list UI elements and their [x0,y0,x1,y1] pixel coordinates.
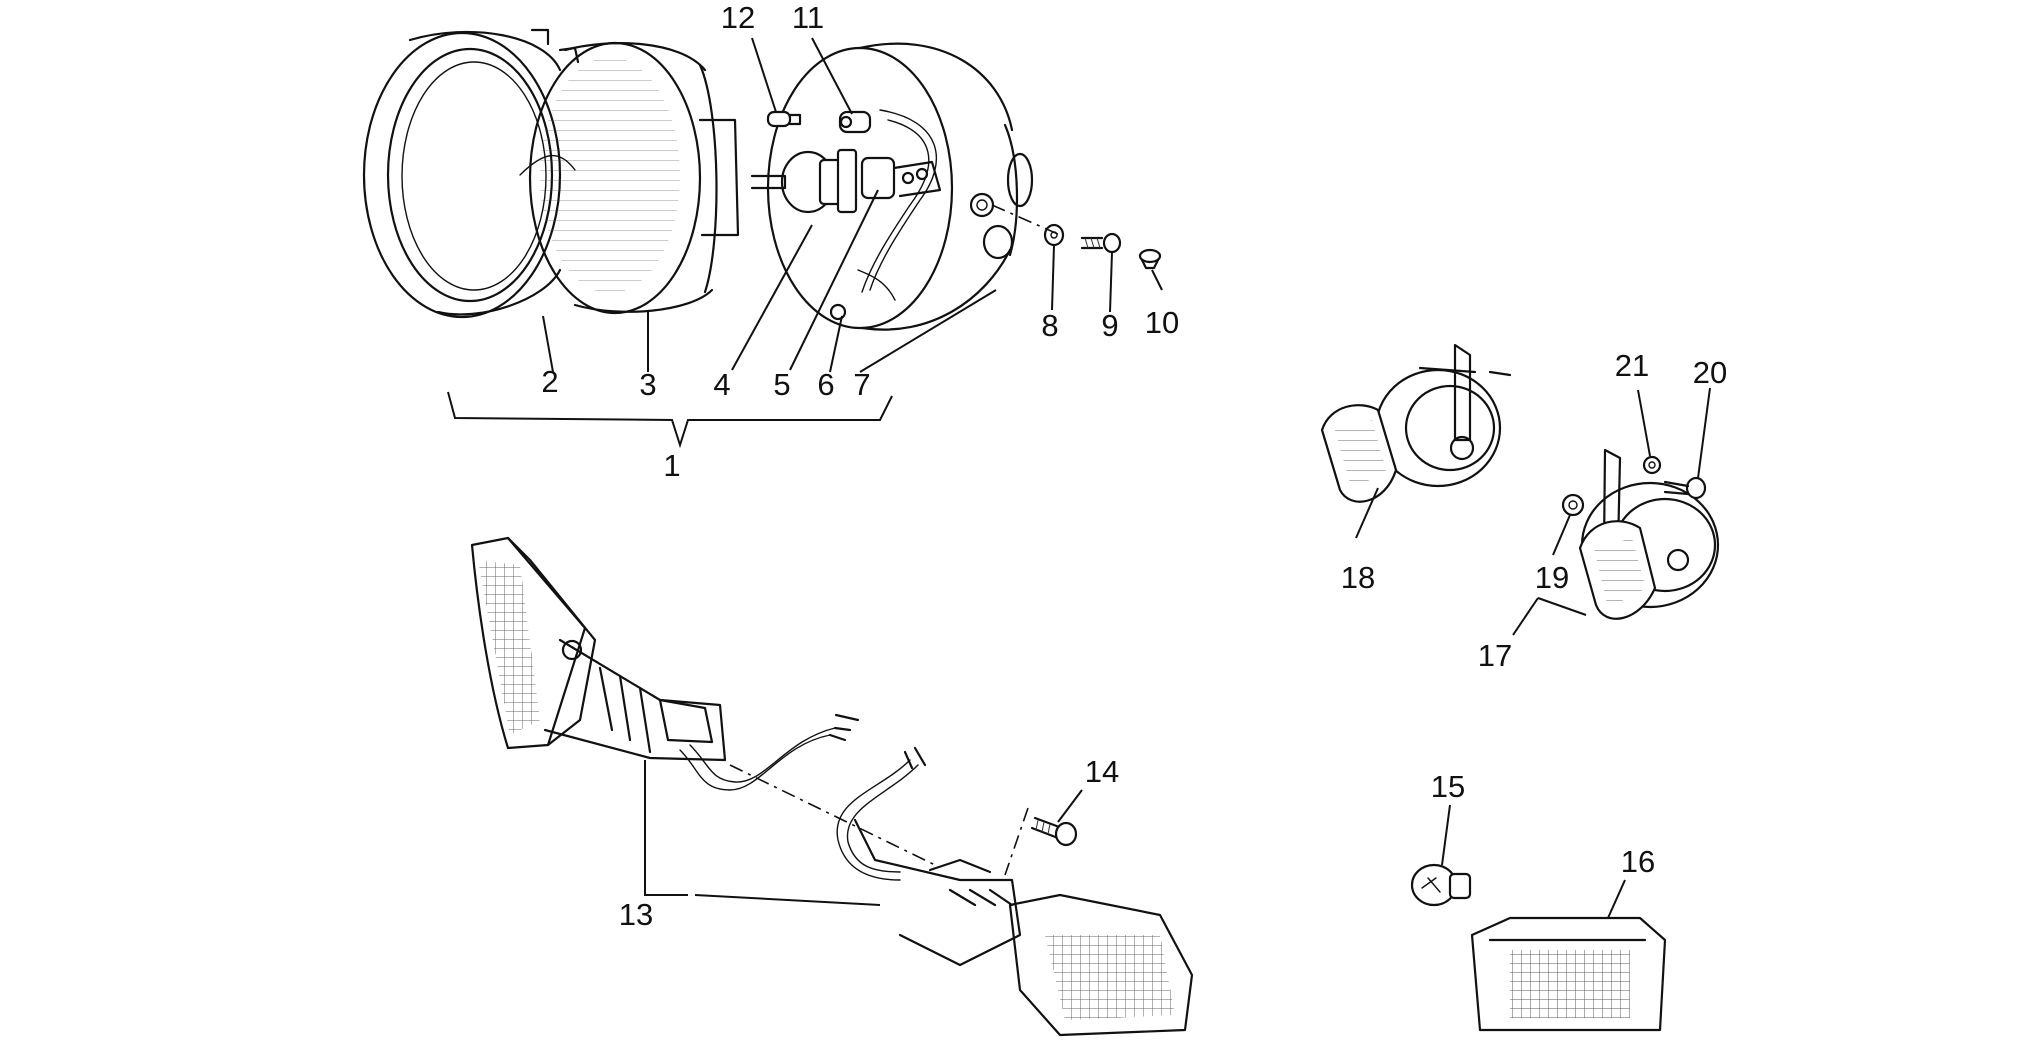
horn-low [1320,343,1512,503]
bulb-socket [860,156,942,200]
callout-11: 11 [792,0,824,35]
callout-2: 2 [541,364,558,399]
callout-5: 5 [773,367,790,402]
horn-nut [1561,493,1585,517]
callout-21: 21 [1615,348,1649,383]
callout-6: 6 [817,367,834,402]
horn-assembly [1320,343,1720,636]
turn-signal-screw [1030,816,1078,847]
cap-nut [1138,248,1162,270]
callout-20: 20 [1693,355,1727,390]
callout-labels: 1 2 3 4 5 6 7 8 9 10 11 12 13 14 15 16 1… [541,0,1727,932]
parking-bulb-holder [838,110,872,134]
callout-16: 16 [1621,844,1655,879]
horn-bolt [1663,476,1707,500]
headlight-assembly [362,28,1163,449]
callout-1: 1 [663,448,680,483]
callout-7: 7 [853,367,870,402]
horn-high [1578,448,1720,620]
callout-19: 19 [1535,560,1569,595]
callout-15: 15 [1431,769,1465,804]
callout-8: 8 [1041,308,1058,343]
screw [1080,232,1122,254]
indicator-lens [1470,879,1667,1032]
callout-4: 4 [713,367,730,402]
headlight-shell [766,42,1034,331]
callout-13: 13 [619,897,653,932]
callout-14: 14 [1085,754,1119,789]
turn-signal-assembly [470,536,1194,1037]
callout-12: 12 [721,0,755,35]
callout-10: 10 [1145,305,1179,340]
headlight-bulb [750,148,858,214]
indicator-bulb [1410,804,1472,907]
callout-18: 18 [1341,560,1375,595]
callout-17: 17 [1478,638,1512,673]
callout-9: 9 [1101,308,1118,343]
parking-bulb [766,110,802,128]
headlight-lens [519,41,740,315]
washer [1043,223,1065,247]
horn-washer [1642,455,1662,475]
callout-3: 3 [639,367,656,402]
